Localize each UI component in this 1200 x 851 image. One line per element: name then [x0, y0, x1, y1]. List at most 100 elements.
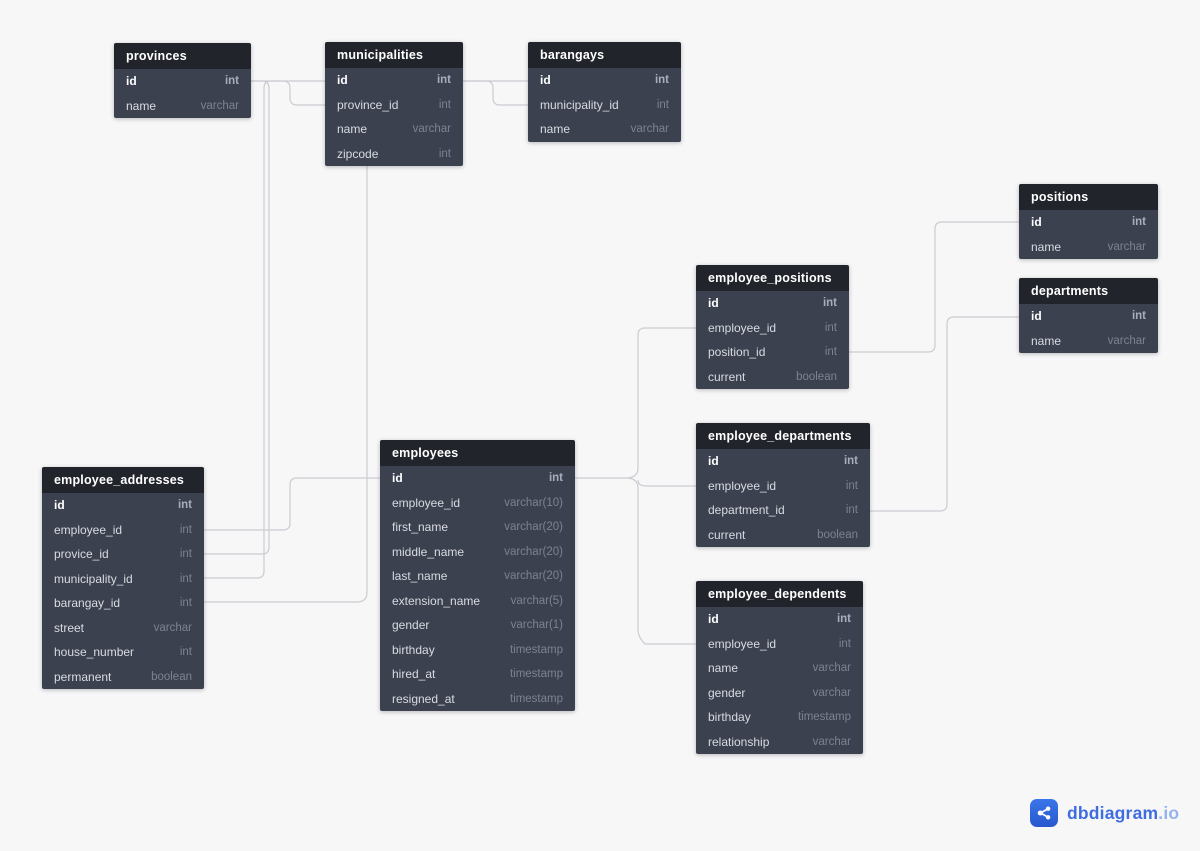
table-row-id[interactable]: id int [696, 291, 849, 316]
table-employee-addresses-header[interactable]: employee_addresses [42, 467, 204, 493]
field-type: int [845, 479, 858, 492]
table-row-id[interactable]: id int [380, 466, 575, 491]
field-name: name [540, 122, 571, 137]
field-name: name [126, 98, 157, 113]
table-row-employee_id[interactable]: employee_id int [696, 474, 870, 499]
field-name: employee_id [708, 320, 777, 335]
field-name: gender [708, 685, 746, 700]
dbdiagram-branding[interactable]: dbdiagram.io [1030, 799, 1179, 827]
field-name: id [1031, 215, 1042, 230]
table-employee-dependents-header[interactable]: employee_dependents [696, 581, 863, 607]
field-name: last_name [392, 569, 448, 584]
table-employee-departments-header[interactable]: employee_departments [696, 423, 870, 449]
field-name: department_id [708, 503, 785, 518]
field-type: boolean [817, 528, 858, 541]
field-type: int [838, 637, 851, 650]
field-type: int [824, 321, 837, 334]
field-type: int [822, 297, 837, 310]
table-employee-positions-header[interactable]: employee_positions [696, 265, 849, 291]
table-row-employee_id[interactable]: employee_id int [696, 316, 849, 341]
field-name: id [337, 73, 348, 88]
field-name: extension_name [392, 593, 481, 608]
table-provinces-header[interactable]: provinces [114, 43, 251, 69]
table-row-hired_at[interactable]: hired_at timestamp [380, 662, 575, 687]
field-name: employee_id [54, 522, 123, 537]
field-name: house_number [54, 645, 135, 660]
field-name: hired_at [392, 667, 436, 682]
field-type: timestamp [509, 668, 563, 681]
field-name: id [392, 471, 403, 486]
table-row-id[interactable]: id int [696, 607, 863, 632]
dbdiagram-wordmark[interactable]: dbdiagram.io [1067, 803, 1179, 824]
field-name: id [708, 612, 719, 627]
field-type: int [845, 504, 858, 517]
table-departments-header[interactable]: departments [1019, 278, 1158, 304]
table-positions-header[interactable]: positions [1019, 184, 1158, 210]
field-type: int [548, 472, 563, 485]
field-name: employee_id [708, 478, 777, 493]
field-name: birthday [392, 642, 435, 657]
rel-employees-employee-addresses [204, 477, 380, 531]
table-barangays-header[interactable]: barangays [528, 42, 681, 68]
table-employees-header[interactable]: employees [380, 440, 575, 466]
table-municipalities-header[interactable]: municipalities [325, 42, 463, 68]
field-name: id [708, 296, 719, 311]
table-row-department_id[interactable]: department_id int [696, 498, 870, 523]
field-type: int [836, 613, 851, 626]
field-name: position_id [708, 345, 766, 360]
field-name: barangay_id [54, 596, 121, 611]
field-name: province_id [337, 97, 399, 112]
field-type: int [179, 548, 192, 561]
table-employee-positions[interactable]: employee_positions id int employee_id int po… [696, 265, 849, 389]
